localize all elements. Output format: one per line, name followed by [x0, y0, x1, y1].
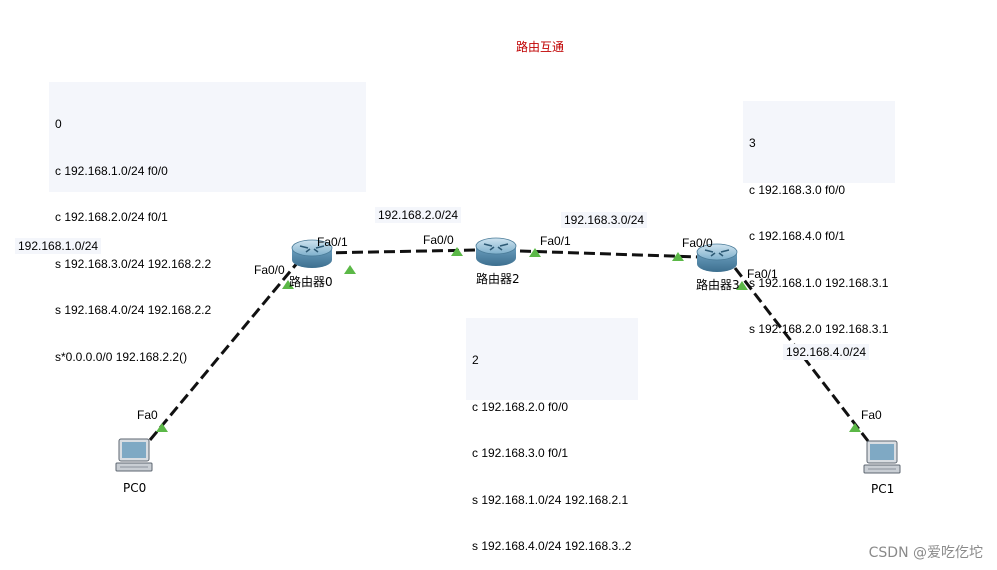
port-label-r3-fa00: Fa0/0 [682, 236, 713, 250]
device-name-router2: 路由器2 [476, 272, 520, 286]
link-router0-router2[interactable] [319, 248, 479, 255]
link-status-icon [736, 281, 748, 290]
routing-table-r2-line: c 192.168.3.0 f0/1 [472, 446, 569, 460]
port-label-pc1-fa0: Fa0 [861, 408, 882, 422]
link-status-icon [672, 252, 684, 261]
link-router2-router3[interactable] [519, 249, 701, 259]
port-label-r2-fa00: Fa0/0 [423, 233, 454, 247]
routing-table-r0: 0 c 192.168.1.0/24 f0/0 c 192.168.2.0/24… [49, 82, 366, 364]
routing-table-r0-line: c 192.168.2.0/24 f0/1 [55, 210, 168, 224]
link-pc0-router0[interactable] [148, 261, 300, 441]
routing-table-r3-line: s 192.168.1.0 192.168.3.1 [749, 275, 889, 290]
link-status-icon [156, 423, 168, 432]
link-status-icon [849, 423, 861, 432]
routing-table-r0-line: s 192.168.3.0/24 192.168.2.2 [55, 256, 212, 271]
router-2-icon[interactable] [475, 237, 517, 266]
routing-table-r0-line: s*0.0.0.0/0 192.168.2.2() [55, 349, 188, 364]
routing-table-r3-header: 3 [749, 136, 756, 150]
port-label-r3-fa01: Fa0/1 [747, 267, 778, 281]
network-label-3: 192.168.3.0/24 [561, 212, 648, 228]
diagram-title: 路由互通 [516, 40, 565, 54]
router-3-icon[interactable] [696, 243, 738, 272]
routing-table-r3-line: c 192.168.3.0 f0/0 [749, 182, 846, 197]
routing-table-r3: 3 c 192.168.3.0 f0/0 c 192.168.4.0 f0/1 … [743, 101, 895, 336]
device-name-router0: 路由器0 [289, 275, 333, 289]
routing-table-r0-line: s 192.168.4.0/24 192.168.2.2 [55, 303, 212, 317]
pc-0-icon[interactable] [115, 438, 153, 472]
pc-1-icon[interactable] [863, 440, 901, 474]
routing-table-r2-header: 2 [472, 353, 479, 367]
link-status-icon [451, 247, 463, 256]
port-label-pc0-fa0: Fa0 [137, 408, 158, 422]
port-label-r0-fa01: Fa0/1 [317, 235, 348, 249]
routing-table-r2-line: s 192.168.1.0/24 192.168.2.1 [472, 492, 629, 507]
link-status-icon [282, 280, 294, 289]
network-label-2: 192.168.2.0/24 [375, 207, 462, 223]
network-label-1: 192.168.1.0/24 [15, 238, 102, 254]
routing-table-r3-line: s 192.168.2.0 192.168.3.1 [749, 322, 889, 336]
link-status-icon [344, 265, 356, 274]
device-name-pc1: PC1 [871, 482, 895, 496]
port-label-r0-fa00: Fa0/0 [254, 263, 285, 277]
routing-table-r2: 2 c 192.168.2.0 f0/0 c 192.168.3.0 f0/1 … [466, 318, 638, 553]
device-name-router3: 路由器3 [696, 278, 740, 292]
router-0-icon[interactable] [291, 239, 333, 268]
routing-table-r3-line: c 192.168.4.0 f0/1 [749, 229, 846, 243]
routing-table-r2-line: s 192.168.4.0/24 192.168.3..2 [472, 539, 632, 553]
routing-table-r2-line: c 192.168.2.0 f0/0 [472, 399, 569, 414]
port-label-r2-fa01: Fa0/1 [540, 234, 571, 248]
link-router3-pc1[interactable] [733, 267, 870, 442]
link-status-icon [529, 248, 541, 257]
watermark: CSDN @爱吃仡坨 [868, 545, 983, 561]
routing-table-r0-header: 0 [55, 117, 62, 131]
device-name-pc0: PC0 [123, 481, 147, 495]
network-label-4: 192.168.4.0/24 [783, 344, 870, 360]
routing-table-r0-line: c 192.168.1.0/24 f0/0 [55, 163, 168, 178]
